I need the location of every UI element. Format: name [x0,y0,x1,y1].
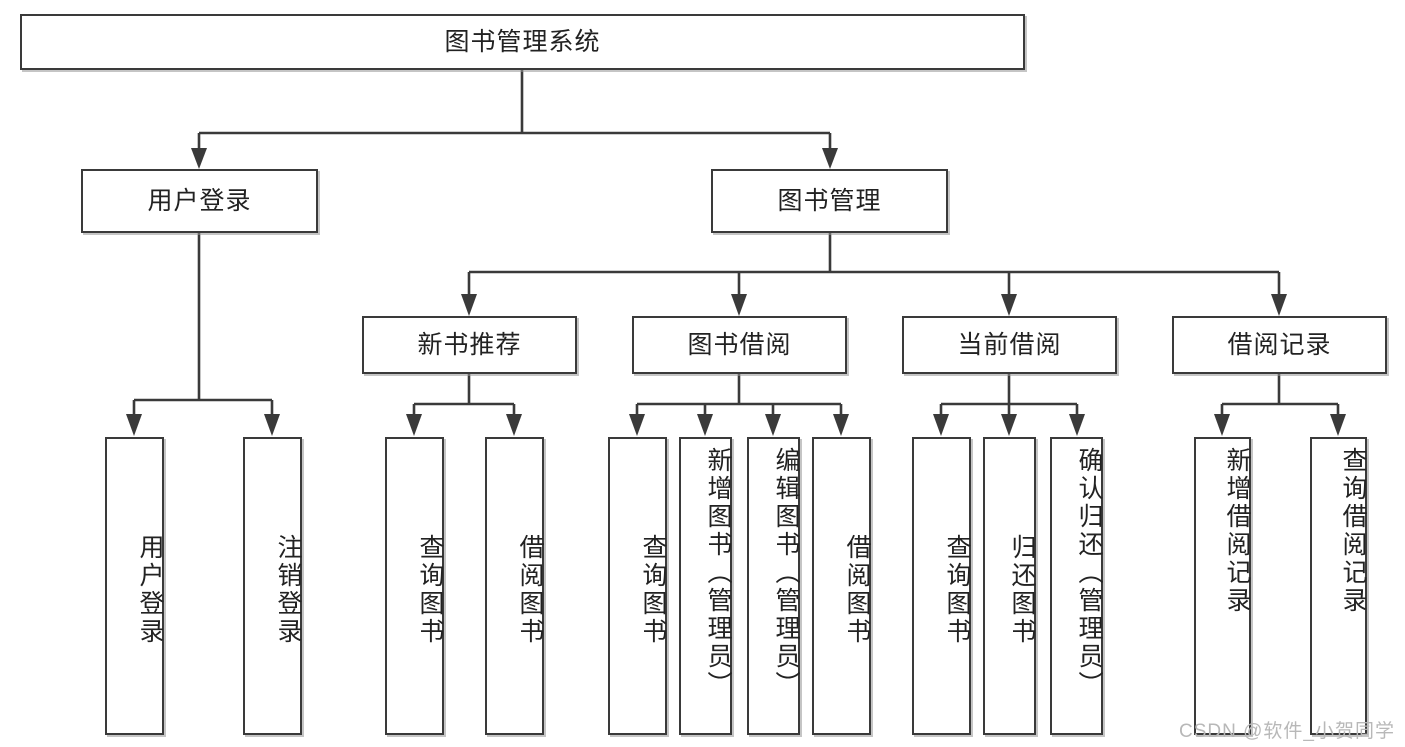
arrow-bookmgmt-to-record [1271,294,1287,316]
node-root-book-management-system[interactable]: 图书管理系统 [20,14,1025,70]
node-label: 借阅记录 [1227,330,1332,359]
arrow-userlogin-leaf-2 [264,414,280,436]
arrow-bookmgmt-to-borrow [731,294,747,316]
node-label: 新增借阅记录 [1223,447,1251,615]
arrow-root-to-userlogin [191,148,207,169]
node-label: 归还图书 [1008,534,1036,646]
arrow-newbook-leaf-1 [406,414,422,436]
leaf-query-book-current[interactable]: 查询图书 [912,437,971,735]
arrow-current-leaf-2 [1001,414,1017,436]
node-book-management[interactable]: 图书管理 [711,169,948,233]
node-label: 图书借阅 [687,330,792,359]
leaf-borrow-book-newbook[interactable]: 借阅图书 [485,437,544,735]
node-user-login[interactable]: 用户登录 [81,169,318,233]
node-label: 借阅图书 [843,534,871,646]
node-label: 当前借阅 [957,330,1062,359]
leaf-user-login[interactable]: 用户登录 [105,437,164,735]
node-label: 图书管理 [777,186,882,215]
leaf-query-borrow-record[interactable]: 查询借阅记录 [1310,437,1367,735]
node-current-borrow[interactable]: 当前借阅 [902,316,1117,374]
node-label: 确认归还（管理员） [1075,447,1103,699]
node-label: 查询图书 [416,534,444,646]
leaf-logout[interactable]: 注销登录 [243,437,302,735]
node-label: 查询图书 [639,534,667,646]
node-label: 查询图书 [943,534,971,646]
arrow-root-to-bookmgmt [822,148,838,169]
leaf-add-book-admin[interactable]: 新增图书（管理员） [679,437,732,735]
node-label: 新增图书（管理员） [704,447,732,699]
leaf-query-book-borrow[interactable]: 查询图书 [608,437,667,735]
node-label: 图书管理系统 [444,27,601,56]
arrow-borrow-leaf-2 [697,414,713,436]
arrow-bookmgmt-to-newbook [461,294,477,316]
arrow-borrow-leaf-4 [833,414,849,436]
leaf-edit-book-admin[interactable]: 编辑图书（管理员） [747,437,800,735]
node-label: 编辑图书（管理员） [772,447,800,699]
leaf-confirm-return-admin[interactable]: 确认归还（管理员） [1050,437,1103,735]
node-label: 用户登录 [147,186,252,215]
node-label: 用户登录 [136,534,164,646]
arrow-newbook-leaf-2 [506,414,522,436]
leaf-return-book[interactable]: 归还图书 [983,437,1036,735]
leaf-query-book-newbook[interactable]: 查询图书 [385,437,444,735]
arrow-borrow-leaf-3 [765,414,781,436]
node-book-borrow[interactable]: 图书借阅 [632,316,847,374]
arrow-record-leaf-1 [1214,414,1230,436]
csdn-watermark: CSDN @软件_小贺同学 [1179,721,1395,742]
arrow-current-leaf-1 [933,414,949,436]
node-label: 新书推荐 [417,330,522,359]
arrow-userlogin-leaf-1 [126,414,142,436]
arrow-bookmgmt-to-current [1001,294,1017,316]
node-new-book-recommend[interactable]: 新书推荐 [362,316,577,374]
node-borrow-record[interactable]: 借阅记录 [1172,316,1387,374]
leaf-borrow-book-borrow[interactable]: 借阅图书 [812,437,871,735]
node-label: 注销登录 [274,534,302,646]
arrow-borrow-leaf-1 [629,414,645,436]
node-label: 查询借阅记录 [1339,447,1367,615]
arrow-current-leaf-3 [1069,414,1085,436]
node-label: 借阅图书 [516,534,544,646]
arrow-record-leaf-2 [1330,414,1346,436]
leaf-add-borrow-record[interactable]: 新增借阅记录 [1194,437,1251,735]
